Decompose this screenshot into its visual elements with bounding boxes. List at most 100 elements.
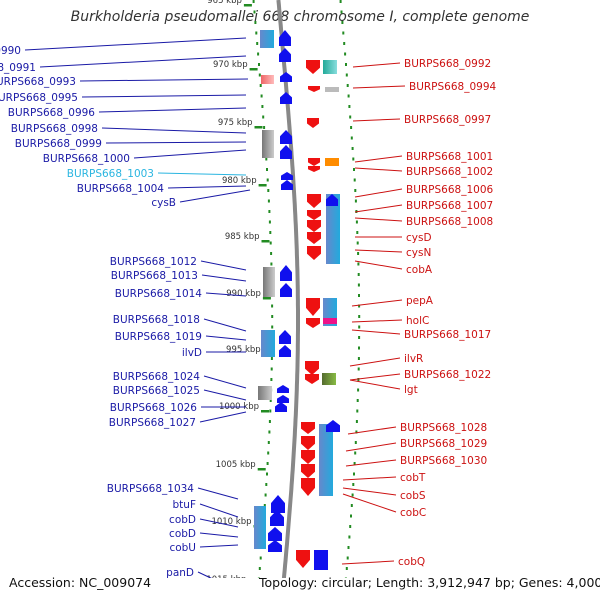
forward-gene-arrow[interactable]	[280, 265, 292, 281]
right-gene-label[interactable]: cobA	[406, 264, 433, 276]
left-gene-label[interactable]: BURPS668_1019	[115, 331, 202, 343]
left-gene-label[interactable]: BURPS668_1014	[115, 288, 203, 300]
forward-gene-arrow[interactable]	[271, 495, 285, 513]
forward-gene-arrow[interactable]	[280, 145, 292, 159]
reverse-gene-arrow[interactable]	[308, 86, 320, 92]
right-gene-label[interactable]: BURPS668_1022	[404, 369, 491, 381]
left-gene-label[interactable]: BURPS668_0999	[15, 138, 102, 150]
right-gene-label[interactable]: BURPS668_1007	[406, 200, 493, 212]
forward-gene-arrow[interactable]	[279, 48, 291, 62]
left-gene-label[interactable]: BURPS668_1027	[109, 417, 196, 429]
reverse-gene-arrow[interactable]	[306, 318, 320, 328]
right-gene-label[interactable]: cobC	[400, 507, 426, 519]
reverse-gene-arrow[interactable]	[301, 422, 315, 434]
forward-gene-arrow[interactable]	[326, 194, 338, 206]
reverse-gene-arrow[interactable]	[301, 478, 315, 496]
reverse-gene-arrow[interactable]	[306, 60, 320, 74]
reverse-gene-arrow[interactable]	[307, 194, 321, 208]
forward-gene-arrow[interactable]	[268, 540, 282, 552]
right-gene-label[interactable]: cobT	[400, 472, 426, 484]
reverse-gene-arrow[interactable]	[306, 298, 320, 316]
right-gene-label[interactable]: BURPS668_1001	[406, 151, 493, 163]
forward-gene-arrow[interactable]	[326, 420, 340, 432]
reverse-gene-arrow[interactable]	[307, 118, 319, 128]
gene-block[interactable]	[314, 550, 328, 570]
left-gene-label[interactable]: BURPS668_0990	[0, 45, 21, 57]
gene-block[interactable]	[325, 158, 339, 166]
forward-gene-arrow[interactable]	[280, 92, 292, 104]
forward-gene-arrow[interactable]	[270, 510, 284, 526]
left-gene-label[interactable]: BURPS668_1000	[43, 153, 130, 165]
right-gene-label[interactable]: BURPS668_1006	[406, 184, 494, 196]
gene-block[interactable]	[260, 30, 274, 48]
reverse-gene-arrow[interactable]	[308, 158, 320, 166]
right-gene-label[interactable]: cysD	[406, 232, 432, 244]
right-gene-label[interactable]: holC	[406, 315, 429, 327]
left-gene-label[interactable]: BURPS668_0991	[0, 62, 36, 74]
forward-gene-arrow[interactable]	[279, 345, 291, 357]
forward-gene-arrow[interactable]	[277, 385, 289, 393]
right-gene-label[interactable]: BURPS668_1028	[400, 422, 487, 434]
right-gene-label[interactable]: BURPS668_0992	[404, 58, 491, 70]
reverse-gene-arrow[interactable]	[307, 246, 321, 260]
gene-block[interactable]	[323, 60, 337, 74]
left-gene-label[interactable]: BURPS668_1013	[111, 270, 198, 282]
forward-gene-arrow[interactable]	[277, 395, 289, 403]
forward-gene-arrow[interactable]	[275, 402, 287, 412]
gene-block[interactable]	[262, 130, 274, 158]
right-gene-label[interactable]: ilvR	[404, 353, 423, 365]
left-gene-label[interactable]: btuF	[173, 499, 196, 511]
left-gene-label[interactable]: BURPS668_0995	[0, 92, 78, 104]
gene-block[interactable]	[325, 87, 339, 92]
right-gene-label[interactable]: BURPS668_1030	[400, 455, 487, 467]
left-gene-label[interactable]: cobD	[169, 514, 196, 526]
gene-block[interactable]	[261, 75, 274, 84]
right-gene-label[interactable]: BURPS668_1008	[406, 216, 493, 228]
right-gene-label[interactable]: cobQ	[398, 556, 425, 568]
right-gene-label[interactable]: BURPS668_0997	[404, 114, 491, 126]
gene-block[interactable]	[261, 330, 275, 357]
reverse-gene-arrow[interactable]	[305, 374, 319, 384]
left-gene-label[interactable]: cobU	[169, 542, 196, 554]
left-gene-label[interactable]: ilvD	[182, 347, 202, 359]
reverse-gene-arrow[interactable]	[307, 210, 321, 220]
reverse-gene-arrow[interactable]	[307, 220, 321, 232]
forward-gene-arrow[interactable]	[280, 283, 292, 297]
gene-block[interactable]	[258, 386, 272, 400]
forward-gene-arrow[interactable]	[280, 130, 292, 144]
reverse-gene-arrow[interactable]	[301, 464, 315, 478]
reverse-gene-arrow[interactable]	[296, 550, 310, 568]
left-gene-label[interactable]: cysB	[151, 197, 176, 209]
forward-gene-arrow[interactable]	[280, 72, 292, 82]
right-gene-label[interactable]: BURPS668_0994	[409, 81, 497, 93]
gene-block[interactable]	[263, 267, 275, 297]
left-gene-label[interactable]: BURPS668_1018	[113, 314, 200, 326]
right-gene-label[interactable]: BURPS668_1002	[406, 166, 493, 178]
forward-gene-arrow[interactable]	[268, 527, 282, 541]
gene-block[interactable]	[323, 318, 337, 324]
gene-block[interactable]	[322, 373, 336, 385]
left-gene-label[interactable]: BURPS668_0993	[0, 76, 76, 88]
right-gene-label[interactable]: cobS	[400, 490, 426, 502]
forward-gene-arrow[interactable]	[279, 30, 291, 46]
left-gene-label[interactable]: BURPS668_0998	[11, 123, 98, 135]
forward-gene-arrow[interactable]	[279, 330, 291, 344]
left-gene-label[interactable]: BURPS668_1025	[113, 385, 200, 397]
reverse-gene-arrow[interactable]	[301, 436, 315, 450]
forward-gene-arrow[interactable]	[281, 180, 293, 190]
left-gene-label[interactable]: panD	[166, 567, 194, 579]
left-gene-label[interactable]: cobD	[169, 528, 196, 540]
right-gene-label[interactable]: lgt	[404, 384, 418, 396]
gene-block[interactable]	[326, 194, 340, 264]
reverse-gene-arrow[interactable]	[307, 232, 321, 244]
reverse-gene-arrow[interactable]	[301, 450, 315, 464]
gene-block[interactable]	[254, 506, 266, 549]
reverse-gene-arrow[interactable]	[308, 166, 320, 172]
gene-block[interactable]	[319, 424, 333, 496]
right-gene-label[interactable]: cysN	[406, 247, 431, 259]
reverse-gene-arrow[interactable]	[305, 361, 319, 375]
left-gene-label[interactable]: BURPS668_1012	[110, 256, 197, 268]
left-gene-label[interactable]: BURPS668_1004	[77, 183, 165, 195]
left-gene-label[interactable]: BURPS668_1026	[110, 402, 198, 414]
left-gene-label[interactable]: BURPS668_1003	[67, 168, 154, 180]
